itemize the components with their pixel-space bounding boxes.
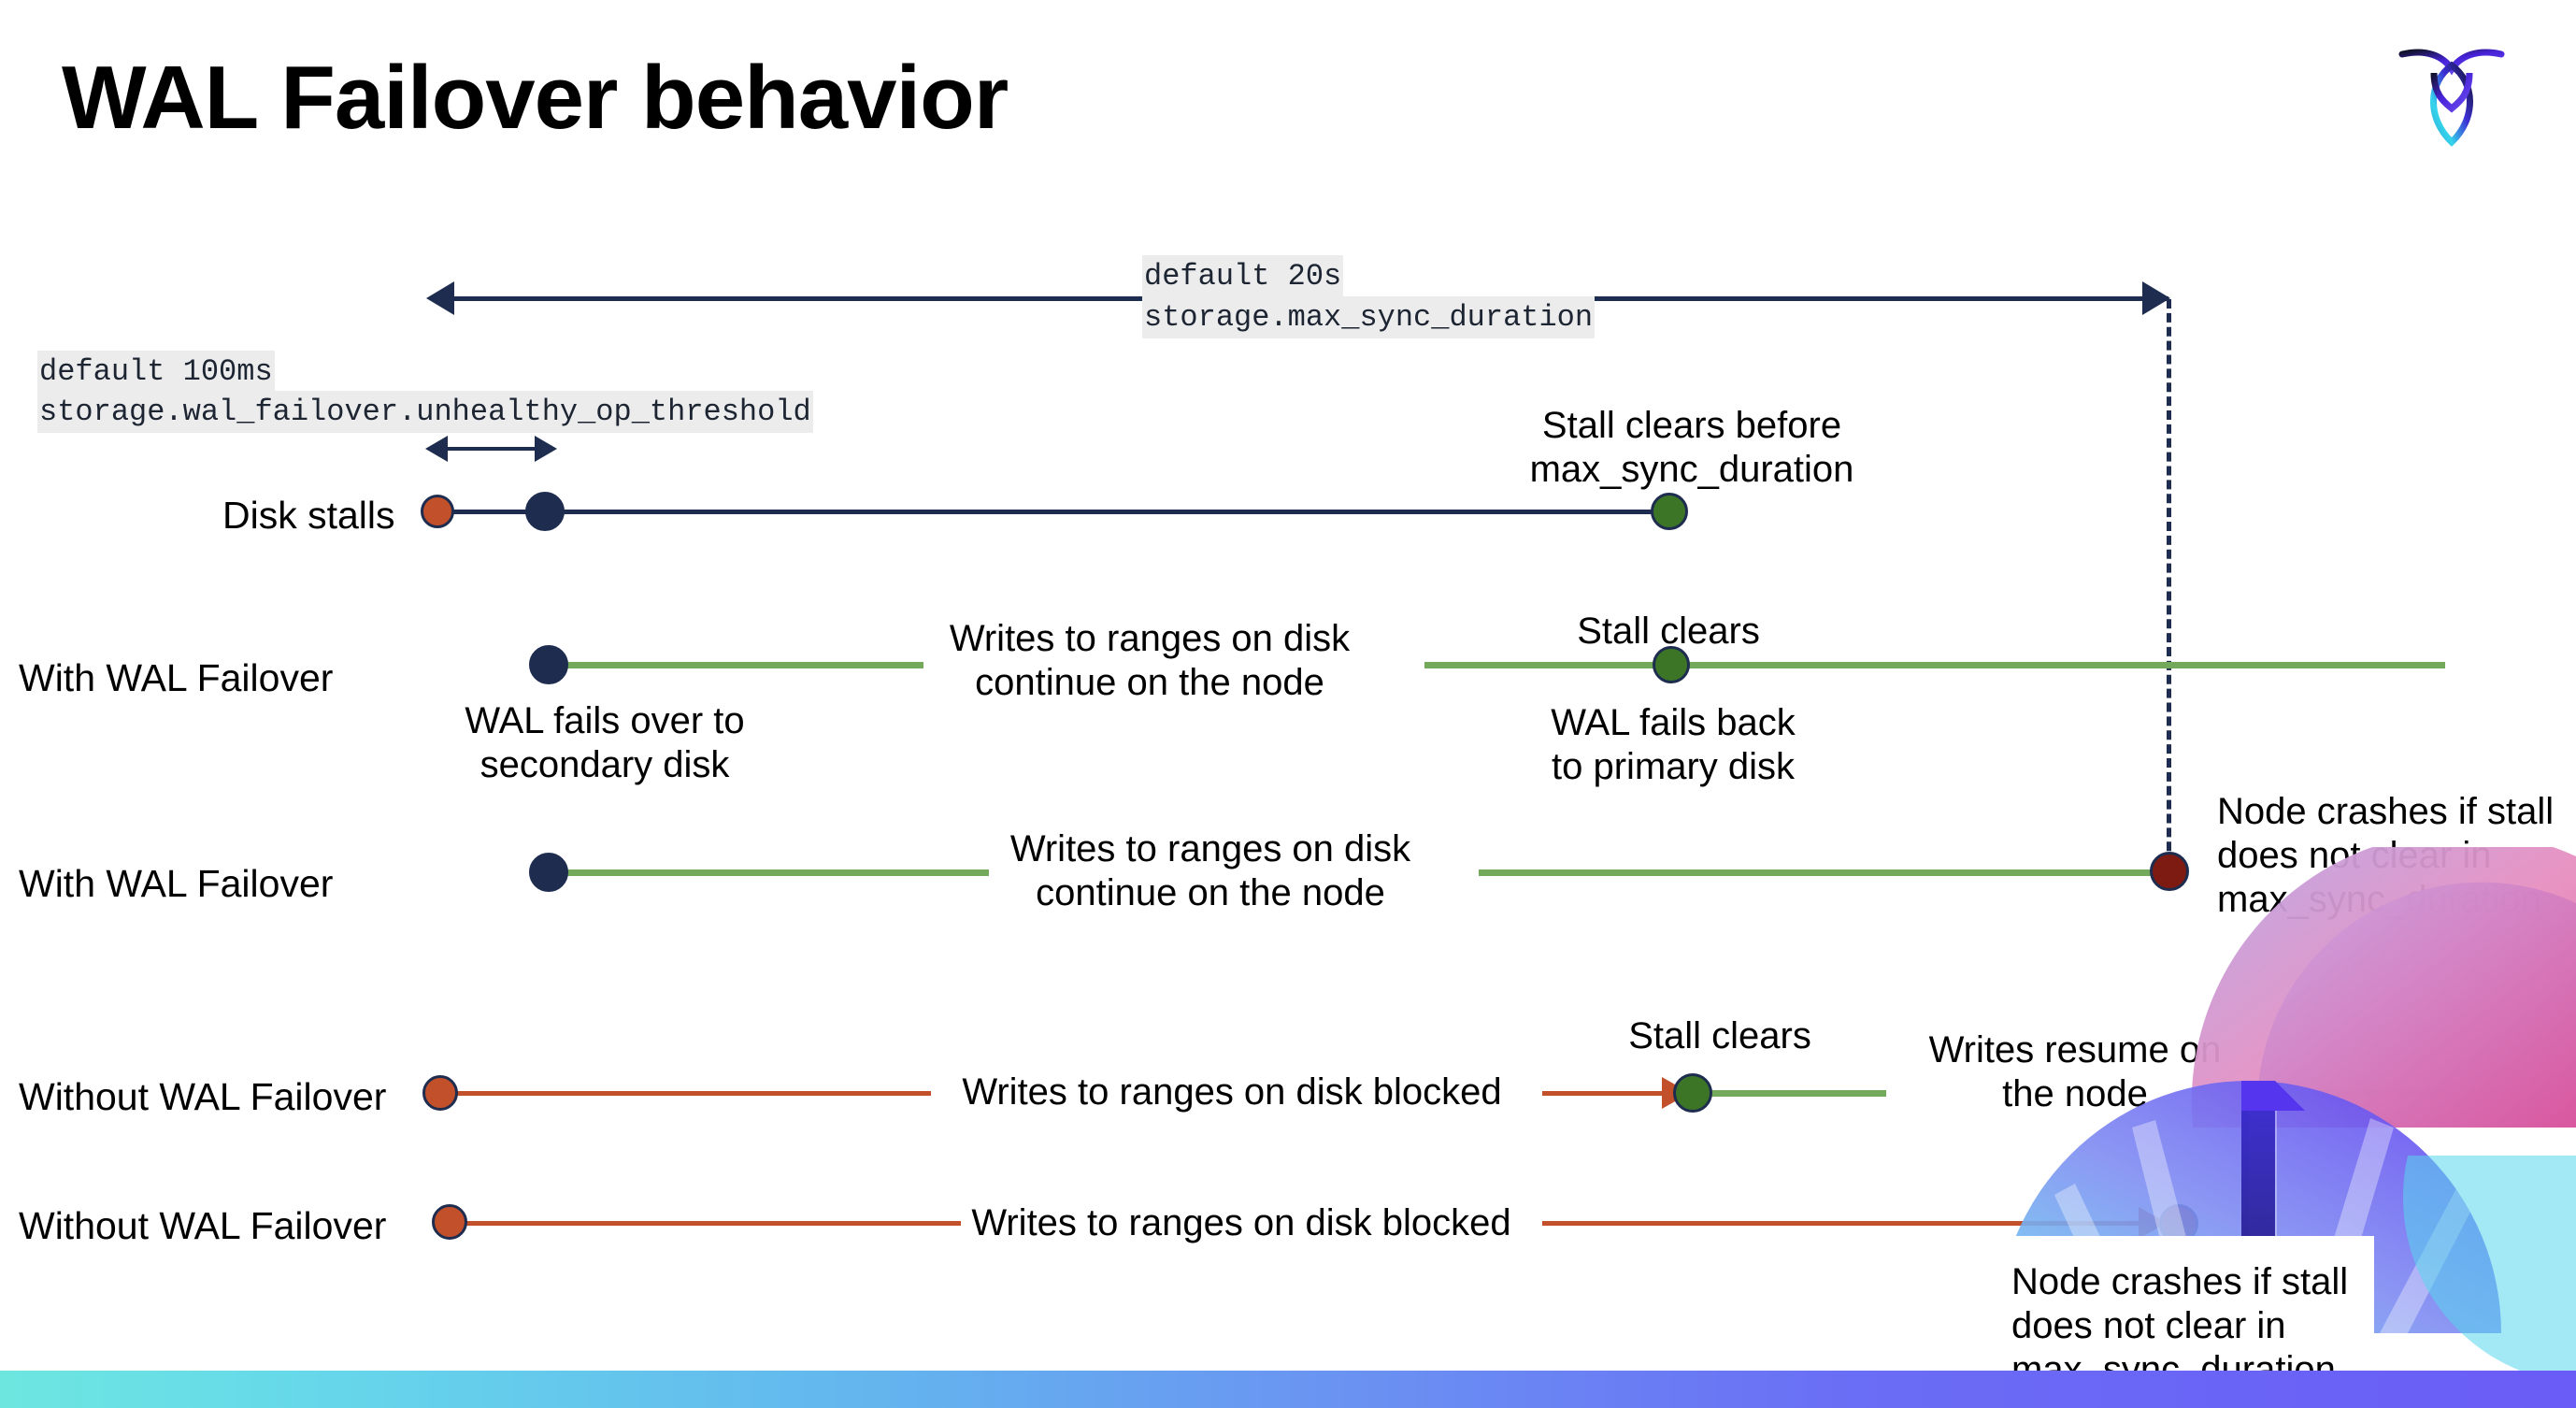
without-wal-failover-clears-stall-clears-dot: [1673, 1073, 1712, 1113]
row-label-without-wal-failover-clears: Without WAL Failover: [19, 1075, 387, 1118]
bottom-gradient-bar: [0, 1371, 2576, 1408]
annotation-writes-blocked-row4: Writes to ranges on disk blocked: [962, 1071, 1502, 1113]
without-wal-failover-crash-blocked-line-1: [465, 1221, 961, 1226]
row-label-with-wal-failover-crash: With WAL Failover: [19, 862, 334, 905]
unhealthy-op-threshold-default-label: default 100ms: [37, 351, 275, 394]
without-wal-failover-clears-start-dot: [422, 1075, 458, 1111]
without-wal-failover-crash-blocked-line-2: [1542, 1221, 2150, 1226]
max-sync-duration-right-arrowhead: [2142, 281, 2170, 315]
disk-stall-unhealthy-dot: [525, 492, 565, 531]
max-sync-duration-dropline: [2167, 299, 2171, 879]
unhealthy-op-threshold-span-line: [444, 447, 537, 451]
row-label-without-wal-failover-crash: Without WAL Failover: [19, 1204, 387, 1247]
with-wal-failover-clears-failover-dot: [529, 645, 568, 684]
max-sync-duration-setting-name: storage.max_sync_duration: [1142, 296, 1596, 339]
annotation-wal-fails-back: WAL fails back to primary disk: [1551, 702, 1796, 788]
annotation-wal-fails-over: WAL fails over to secondary disk: [465, 700, 745, 786]
annotation-writes-continue-row2: Writes to ranges on disk continue on the…: [949, 618, 1351, 704]
row-label-disk-stalls: Disk stalls: [222, 494, 395, 537]
disk-stalls-timeline: [437, 510, 1671, 514]
annotation-node-crashes-row3: Node crashes if stall does not clear in …: [2217, 791, 2555, 921]
disk-stall-clears-dot: [1651, 493, 1688, 530]
disk-stall-start-dot: [421, 495, 454, 528]
page-title: WAL Failover behavior: [62, 48, 1009, 148]
annotation-writes-resume: Writes resume on the node: [1928, 1029, 2222, 1115]
without-wal-failover-clears-resume-line-1: [1710, 1090, 1886, 1097]
node-crashes-callout-box: [1944, 1236, 2374, 1376]
without-wal-failover-crash-start-dot: [432, 1204, 467, 1240]
unhealthy-op-threshold-setting-name: storage.wal_failover.unhealthy_op_thresh…: [37, 391, 813, 434]
with-wal-failover-crash-failover-dot: [529, 853, 568, 892]
row-label-with-wal-failover-clears: With WAL Failover: [19, 656, 334, 699]
unhealthy-op-threshold-right-arrowhead: [535, 436, 557, 462]
annotation-writes-continue-row3: Writes to ranges on disk continue on the…: [1009, 828, 1411, 914]
with-wal-failover-clears-segment-2: [1424, 662, 2445, 668]
max-sync-duration-left-arrowhead: [426, 281, 454, 315]
without-wal-failover-clears-blocked-line-2: [1542, 1091, 1673, 1096]
without-wal-failover-clears-resume-line-2: [2283, 1090, 2449, 1097]
with-wal-failover-clears-segment-1: [550, 662, 923, 668]
max-sync-duration-default-label: default 20s: [1142, 255, 1344, 298]
with-wal-failover-clears-stall-clears-dot: [1653, 646, 1690, 683]
cockroachdb-logo: [2382, 28, 2522, 164]
with-wal-failover-crash-segment-1: [550, 869, 989, 876]
with-wal-failover-crash-node-crash-dot: [2150, 852, 2189, 891]
unhealthy-op-threshold-left-arrowhead: [425, 436, 448, 462]
annotation-stall-clears-before-max: Stall clears before max_sync_duration: [1529, 405, 1854, 491]
annotation-stall-clears-row4: Stall clears: [1628, 1015, 1811, 1056]
annotation-stall-clears-row2: Stall clears: [1577, 611, 1760, 652]
annotation-writes-blocked-row5: Writes to ranges on disk blocked: [971, 1202, 1511, 1243]
without-wal-failover-clears-blocked-line: [456, 1091, 931, 1096]
with-wal-failover-crash-segment-2: [1479, 869, 2170, 876]
